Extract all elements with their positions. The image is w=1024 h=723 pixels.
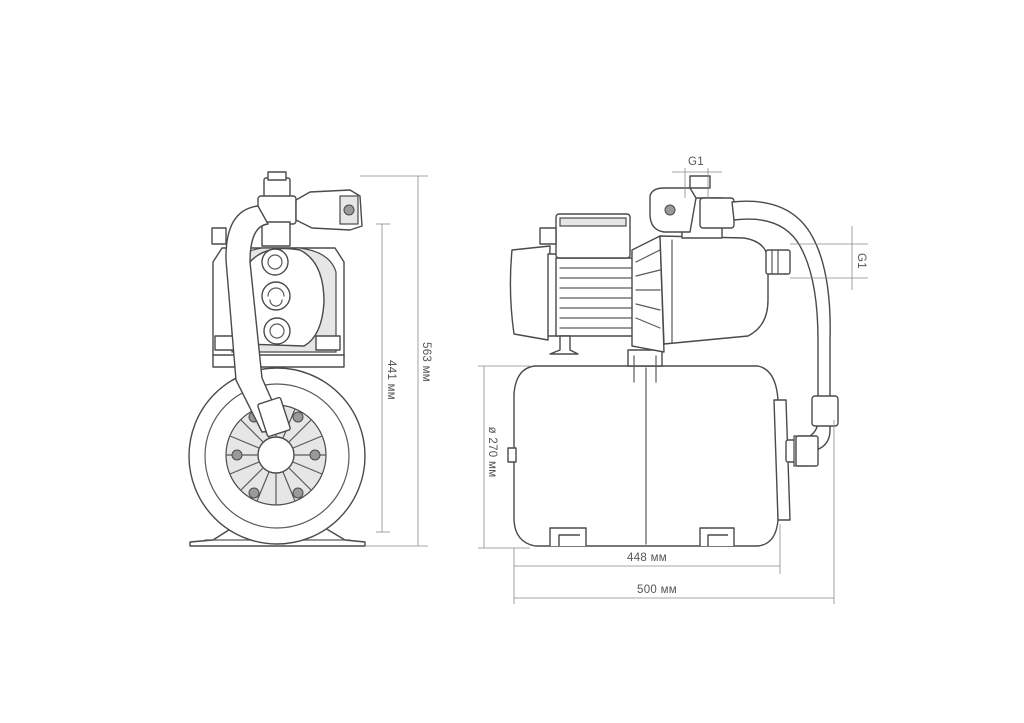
dimension-g1-right: G1 <box>855 253 867 269</box>
dimension-563: 563 мм <box>420 342 432 382</box>
motor <box>509 213 665 355</box>
pressure-switch-front <box>257 171 363 247</box>
dimension-tank-diameter: ø 270 мм <box>486 427 498 478</box>
pressure-tank <box>507 349 817 547</box>
front-view <box>188 171 428 547</box>
dimension-g1-top: G1 <box>688 156 704 168</box>
tank-flange <box>225 404 327 506</box>
pump-housing-side <box>659 235 791 345</box>
pressure-switch-side <box>649 175 735 239</box>
side-view <box>478 168 868 604</box>
dimension-448: 448 мм <box>627 552 667 564</box>
dimension-441: 441 мм <box>385 360 397 400</box>
dimension-500: 500 мм <box>637 584 677 596</box>
